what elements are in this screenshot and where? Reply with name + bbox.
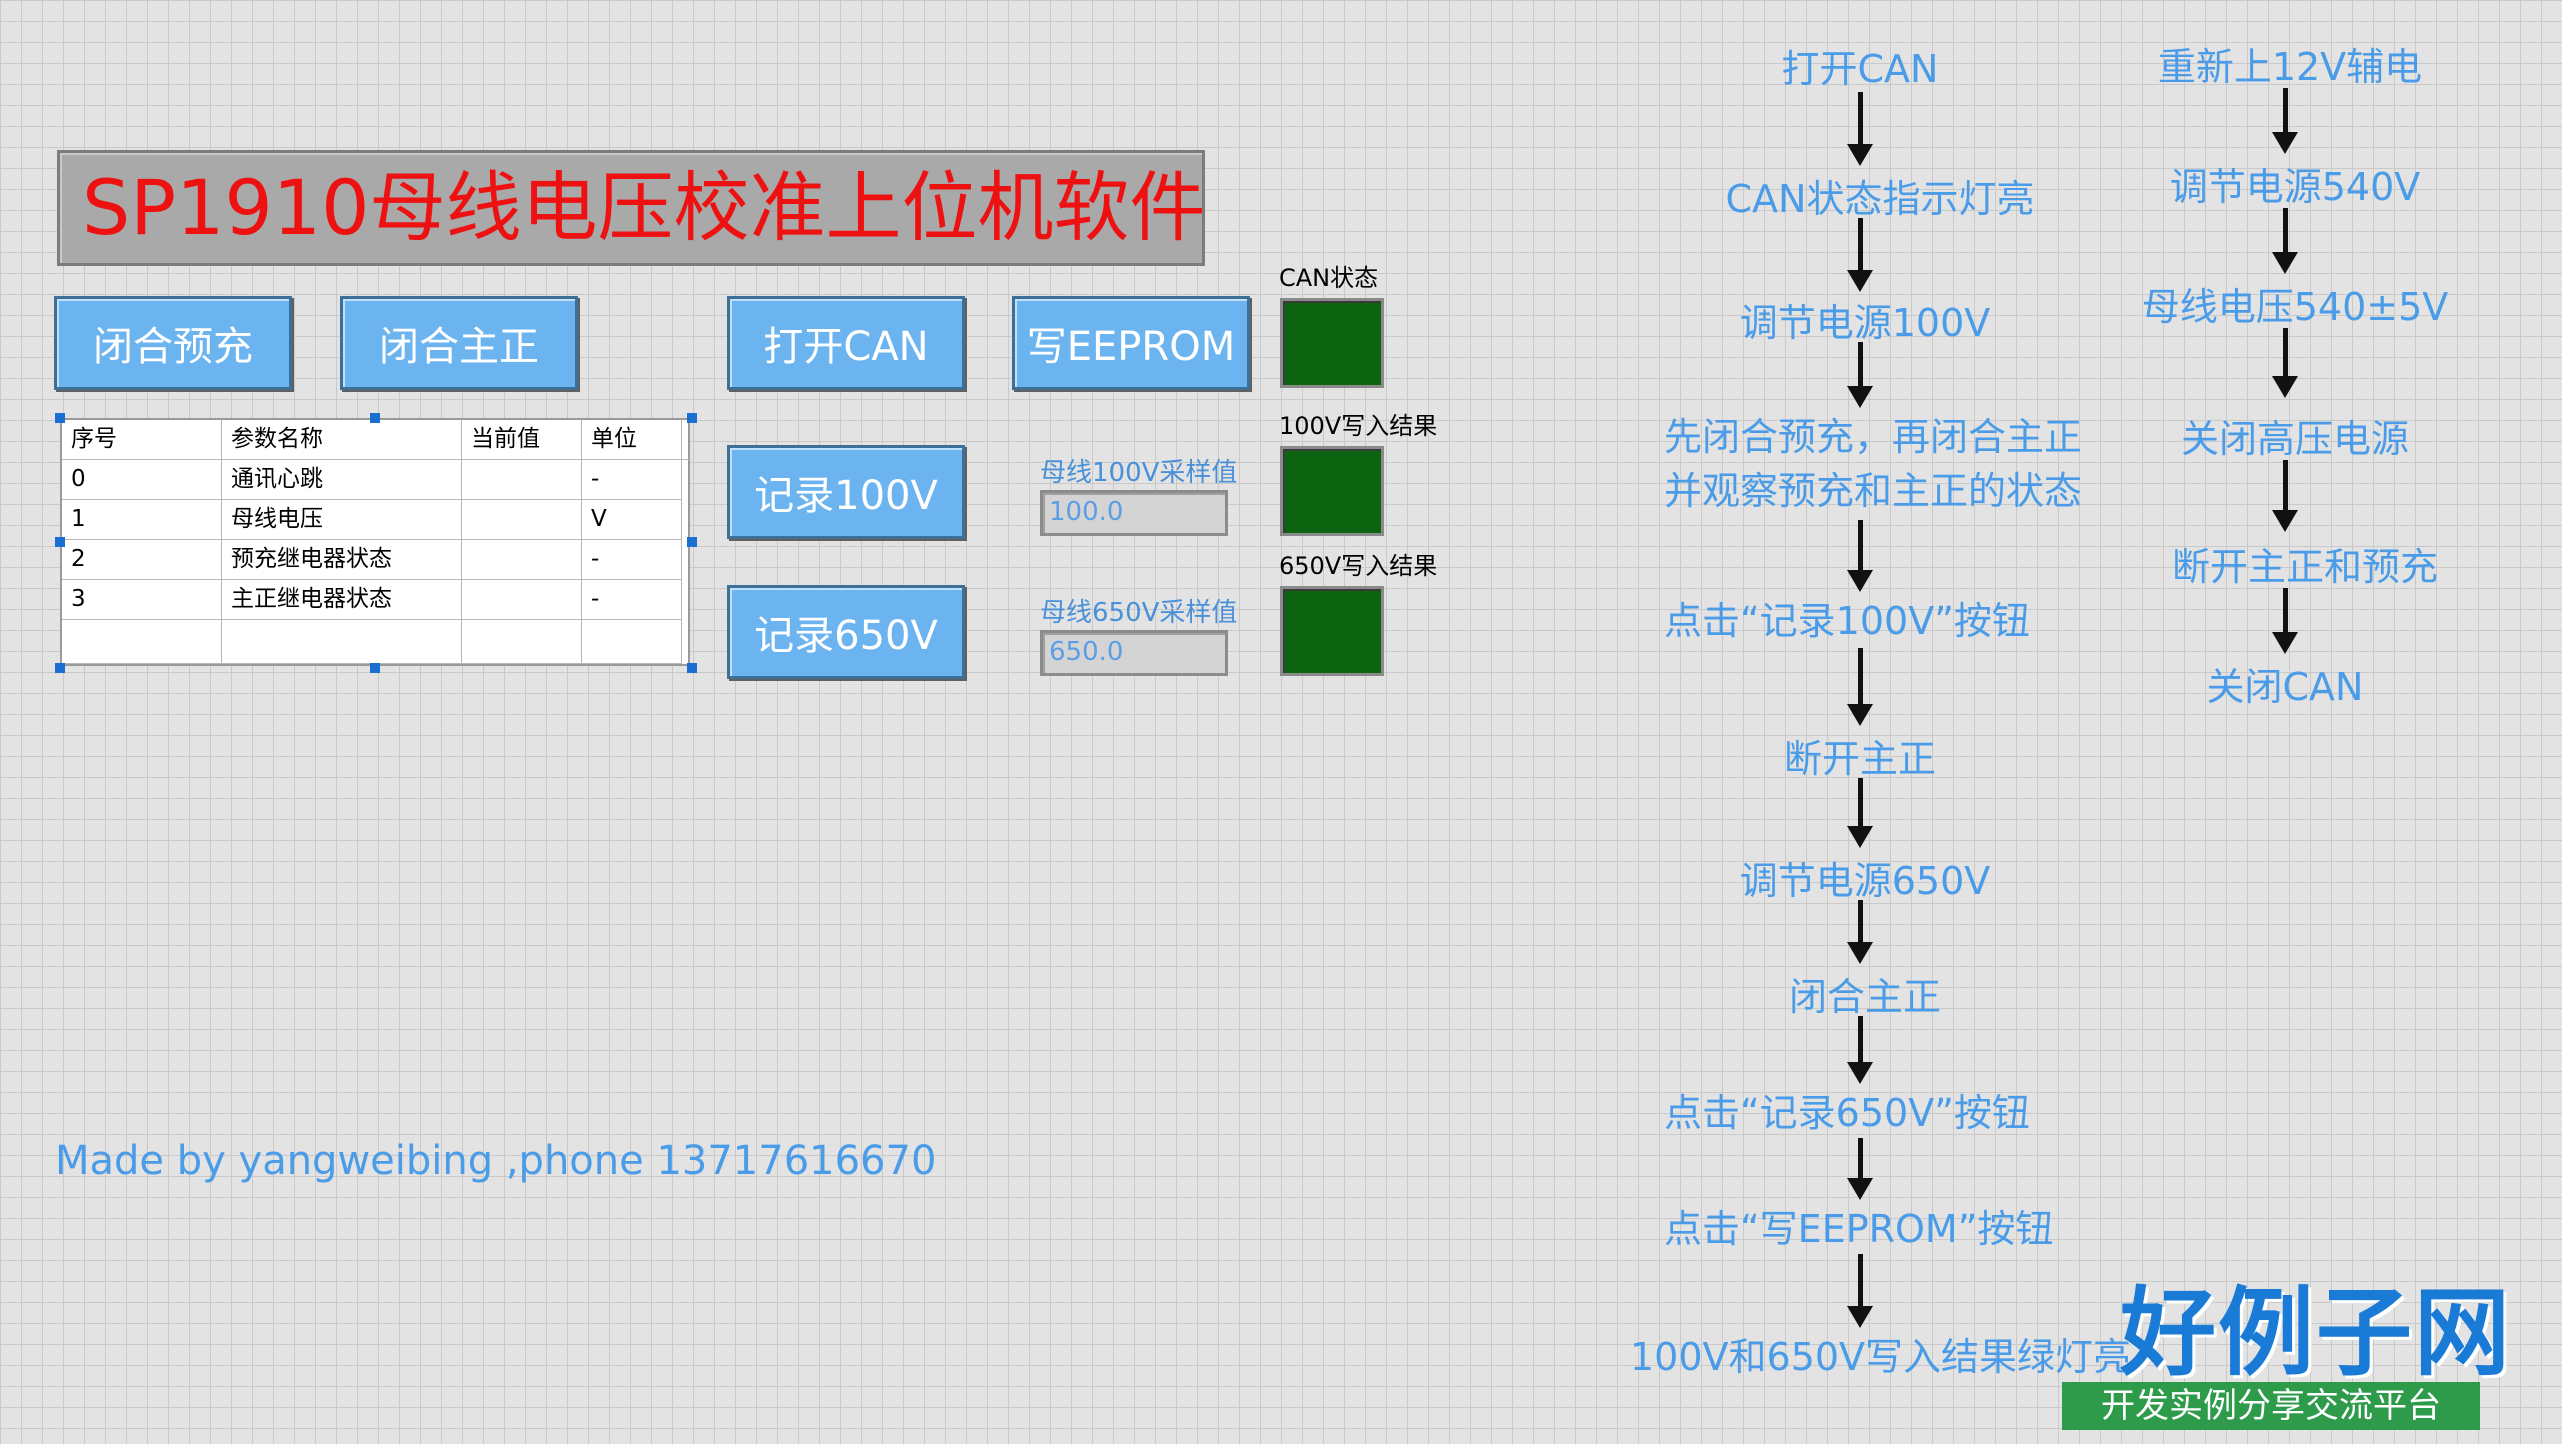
table-header-name: 参数名称 [222, 420, 462, 460]
table-cell[interactable]: - [582, 580, 682, 620]
flow-arrow [1845, 520, 1875, 592]
table-cell[interactable]: 通讯心跳 [222, 460, 462, 500]
flow-arrow [2270, 208, 2300, 274]
result-650v-label: 650V写入结果 [1279, 552, 1438, 580]
flow-step: CAN状态指示灯亮 [1725, 177, 2035, 221]
record-650v-button[interactable]: 记录650V [727, 585, 965, 679]
table-cell[interactable] [462, 580, 582, 620]
flow-arrow [1845, 1016, 1875, 1084]
table-cell[interactable] [462, 540, 582, 580]
sample-650v-label: 母线650V采样值 [1040, 598, 1238, 628]
resize-handle[interactable] [55, 413, 65, 423]
result-650v-led [1280, 586, 1384, 676]
flow-arrow [1845, 1254, 1875, 1328]
table-cell-empty[interactable] [582, 620, 682, 664]
flow-step: 关闭高压电源 [2180, 417, 2409, 461]
flow-step: 点击“记录650V”按钮 [1664, 1091, 2030, 1135]
table-cell[interactable]: 2 [62, 540, 222, 580]
flow-step: 调节电源540V [2169, 165, 2421, 209]
table-cell[interactable]: 主正继电器状态 [222, 580, 462, 620]
table-cell[interactable]: 3 [62, 580, 222, 620]
flow-step: 调节电源100V [1739, 301, 1991, 345]
table-cell[interactable]: 预充继电器状态 [222, 540, 462, 580]
table-cell[interactable]: 0 [62, 460, 222, 500]
flow-step: 点击“记录100V”按钮 [1664, 599, 2030, 643]
table-cell-empty[interactable] [222, 620, 462, 664]
watermark-tagline: 开发实例分享交流平台 [2062, 1382, 2480, 1430]
table-header-index: 序号 [62, 420, 222, 460]
watermark-logo: 好例子网 [2120, 1276, 2512, 1389]
resize-handle[interactable] [370, 413, 380, 423]
can-status-label: CAN状态 [1279, 264, 1379, 292]
table-cell-empty[interactable] [462, 620, 582, 664]
flow-arrow [2270, 88, 2300, 154]
flow-step: 调节电源650V [1739, 859, 1991, 903]
result-100v-led [1280, 446, 1384, 536]
flow-step: 打开CAN [1781, 47, 1939, 91]
app-title: SP1910母线电压校准上位机软件 [57, 150, 1205, 266]
flow-step: 100V和650V写入结果绿灯亮 [1630, 1335, 2132, 1379]
resize-handle[interactable] [370, 663, 380, 673]
table-cell[interactable] [462, 460, 582, 500]
flow-step: 点击“写EEPROM”按钮 [1664, 1207, 2054, 1251]
table-header-filler [682, 420, 691, 460]
close-precharge-button[interactable]: 闭合预充 [54, 296, 292, 390]
sample-650v-field[interactable]: 650.0 [1040, 630, 1228, 676]
flow-arrow [1845, 648, 1875, 726]
table-cell[interactable]: - [582, 460, 682, 500]
resize-handle[interactable] [687, 413, 697, 423]
table-cell[interactable] [462, 500, 582, 540]
flow-arrow [1845, 778, 1875, 848]
result-100v-label: 100V写入结果 [1279, 412, 1438, 440]
flow-arrow [2270, 588, 2300, 654]
flow-step: 断开主正和预充 [2171, 545, 2438, 589]
flow-arrow [1845, 342, 1875, 408]
resize-handle[interactable] [687, 537, 697, 547]
flow-arrow [1845, 900, 1875, 964]
flow-step: 关闭CAN [2206, 665, 2364, 709]
record-100v-button[interactable]: 记录100V [727, 445, 965, 539]
table-cell[interactable]: V [582, 500, 682, 540]
table-cell-empty[interactable] [62, 620, 222, 664]
flow-arrow [1845, 1138, 1875, 1200]
can-status-led [1280, 298, 1384, 388]
table-cell[interactable]: 母线电压 [222, 500, 462, 540]
flow-arrow [2270, 460, 2300, 532]
table-header-value: 当前值 [462, 420, 582, 460]
flow-arrow [2270, 328, 2300, 398]
sample-100v-label: 母线100V采样值 [1040, 458, 1238, 488]
flow-step: 先闭合预充，再闭合主正 并观察预充和主正的状态 [1664, 415, 2083, 513]
resize-handle[interactable] [55, 663, 65, 673]
close-main-button[interactable]: 闭合主正 [340, 296, 578, 390]
open-can-button[interactable]: 打开CAN [727, 296, 965, 390]
resize-handle[interactable] [55, 537, 65, 547]
resize-handle[interactable] [687, 663, 697, 673]
flow-step: 闭合主正 [1788, 975, 1941, 1019]
flow-step: 母线电压540±5V [2141, 285, 2449, 329]
flow-arrow [1845, 92, 1875, 166]
table-header-unit: 单位 [582, 420, 682, 460]
flow-arrow [1845, 218, 1875, 292]
table-cell[interactable]: - [582, 540, 682, 580]
flow-step: 断开主正 [1783, 737, 1936, 781]
parameter-table[interactable]: 序号 参数名称 当前值 单位 0 通讯心跳 - 1 母线电压 V 2 预充继电器… [60, 418, 691, 666]
write-eeprom-button[interactable]: 写EEPROM [1012, 296, 1250, 390]
author-credit: Made by yangweibing ,phone 13717616670 [55, 1138, 937, 1184]
sample-100v-field[interactable]: 100.0 [1040, 490, 1228, 536]
flow-step: 重新上12V辅电 [2157, 45, 2423, 89]
table-cell[interactable]: 1 [62, 500, 222, 540]
